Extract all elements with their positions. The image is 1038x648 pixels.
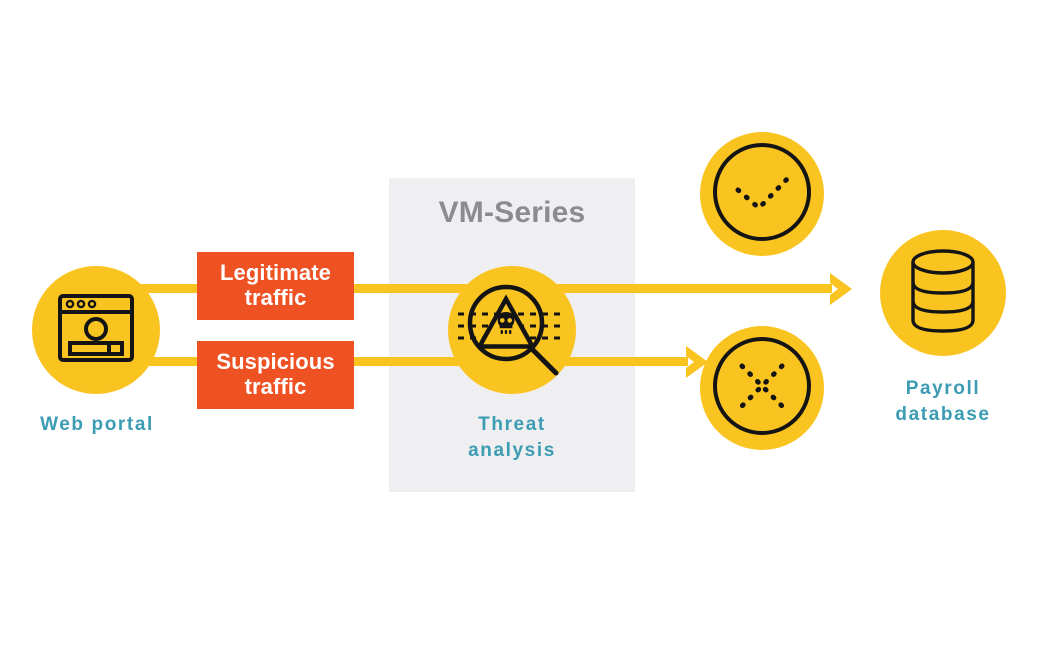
node-threat-analysis-caption-line2: analysis: [468, 439, 556, 461]
node-payroll-database-caption-line2: database: [895, 403, 991, 425]
database-cylinder-icon: [905, 248, 981, 339]
vm-series-panel-title: VM-Series: [438, 196, 586, 229]
node-web-portal: [32, 266, 160, 394]
node-threat-analysis-caption-line1: Threat: [478, 414, 546, 435]
node-payroll-database-caption-line1: Payroll: [905, 378, 981, 399]
check-circle-icon: [710, 140, 814, 249]
node-web-portal-caption: Web portal: [40, 414, 154, 435]
node-traffic-blocked: [700, 326, 824, 450]
cross-circle-icon: [710, 334, 814, 443]
arrow-right-icon-suspicious: [684, 344, 714, 380]
traffic-label-suspicious-line2: traffic: [244, 374, 307, 400]
node-payroll-database-caption: Payroll database: [855, 376, 1031, 427]
traffic-label-legitimate-line1: Legitimate: [219, 260, 332, 285]
node-payroll-database: [880, 230, 1006, 356]
arrow-right-icon-legitimate: [828, 271, 858, 307]
suspicious-traffic-flow-line: [140, 357, 688, 366]
traffic-label-legitimate-line2: traffic: [244, 285, 307, 311]
node-threat-analysis: [448, 266, 576, 394]
traffic-label-suspicious-line1: Suspicious: [216, 349, 335, 374]
browser-window-icon: [57, 293, 135, 368]
traffic-label-legitimate: Legitimate traffic: [197, 252, 354, 321]
traffic-label-suspicious: Suspicious traffic: [197, 341, 354, 410]
node-traffic-allowed: [700, 132, 824, 256]
magnifier-biohazard-icon: [456, 276, 568, 385]
node-threat-analysis-caption: Threat analysis: [424, 412, 600, 463]
